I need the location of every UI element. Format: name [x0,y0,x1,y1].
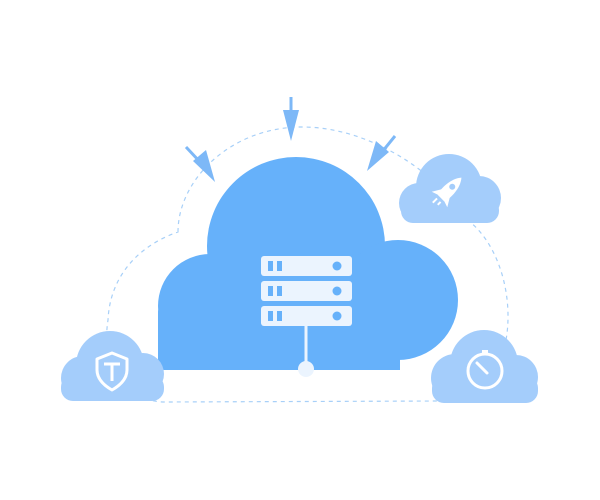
shield-icon [95,351,129,392]
arrow-top-icon [283,97,299,141]
incoming-arrows [184,97,397,182]
timer-icon [466,350,504,390]
satellite-cloud-rocket [399,154,501,223]
dashed-cloud-outline [106,126,509,403]
satellite-cloud-shield [61,331,164,401]
satellite-cloud-timer [431,330,538,403]
arrow-right-icon [367,135,397,171]
server-stack-icon [261,256,352,377]
arrow-left-icon [184,145,215,182]
